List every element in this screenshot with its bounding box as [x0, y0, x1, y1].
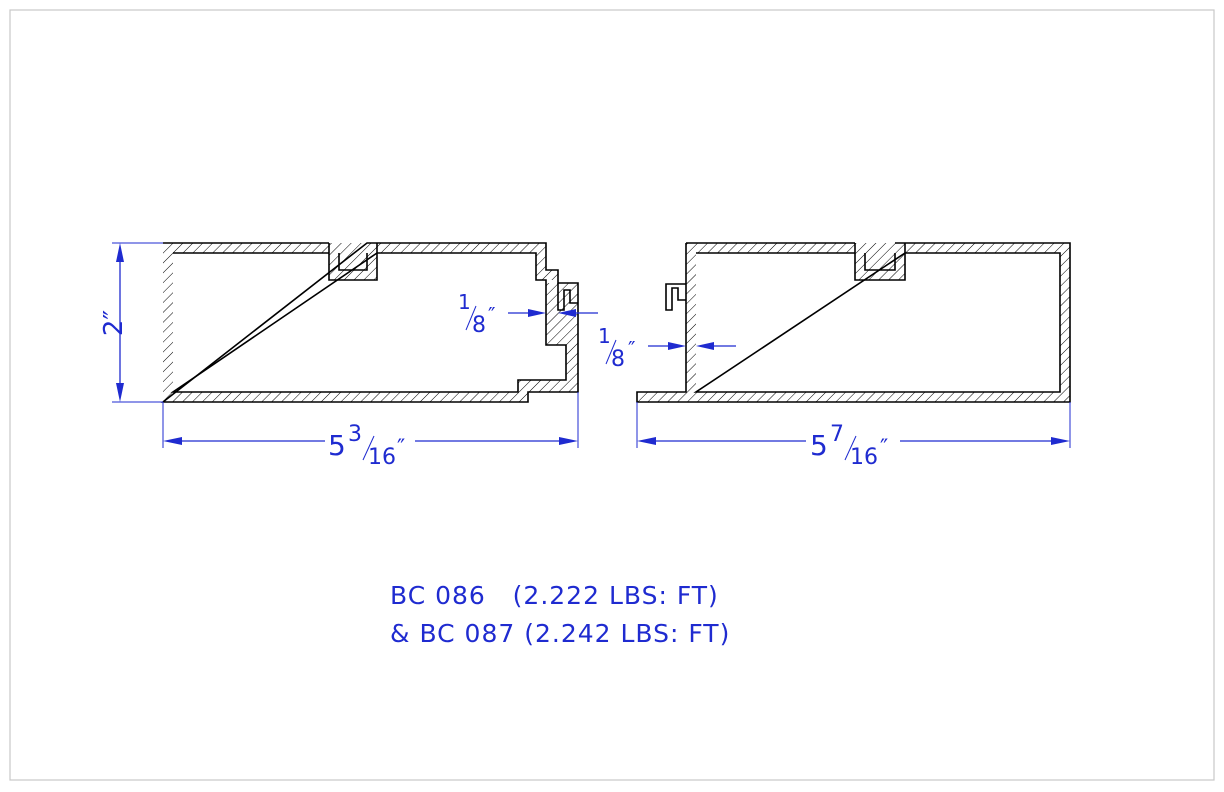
left-wall-dimension: 1 8 ″: [458, 290, 598, 338]
left-profile: [160, 242, 579, 403]
left-profile-inner-outline: [170, 252, 567, 393]
left-wall-denominator: 8: [472, 313, 486, 338]
right-wall-unit: ″: [628, 337, 635, 361]
right-wall-dimension: 1 8 ″: [598, 324, 736, 372]
right-width-whole: 5: [810, 429, 828, 462]
left-height-label: 2″: [99, 310, 129, 337]
right-profile-side-hook: [665, 283, 686, 311]
sheet-border: [9, 9, 1215, 781]
left-width-numerator: 3: [348, 422, 362, 447]
left-wall-unit: ″: [488, 303, 495, 327]
right-profile-inner-outline: [693, 252, 1061, 393]
right-width-denominator: 16: [850, 445, 878, 470]
right-profile: [636, 242, 1071, 403]
right-width-unit: ″: [880, 436, 888, 461]
left-width-whole: 5: [328, 429, 346, 462]
caption-line-1: BC 086 (2.222 LBS: FT): [390, 581, 719, 610]
left-profile-side-hook: [557, 283, 578, 311]
right-wall-denominator: 8: [611, 347, 625, 372]
caption-line-2: & BC 087 (2.242 LBS: FT): [390, 619, 730, 648]
left-wall-numerator: 1: [458, 290, 471, 314]
right-width-dimension: 5 7 16 ″: [636, 402, 1071, 470]
left-width-dimension: 5 3 16 ″: [162, 392, 579, 470]
left-width-unit: ″: [397, 436, 405, 461]
right-profile-outer-outline: [636, 242, 1071, 403]
right-width-numerator: 7: [830, 422, 844, 447]
left-height-dimension: 2″: [99, 242, 163, 403]
right-wall-numerator: 1: [598, 324, 611, 348]
left-profile-outer-outline: [160, 242, 579, 403]
left-width-denominator: 16: [368, 445, 396, 470]
